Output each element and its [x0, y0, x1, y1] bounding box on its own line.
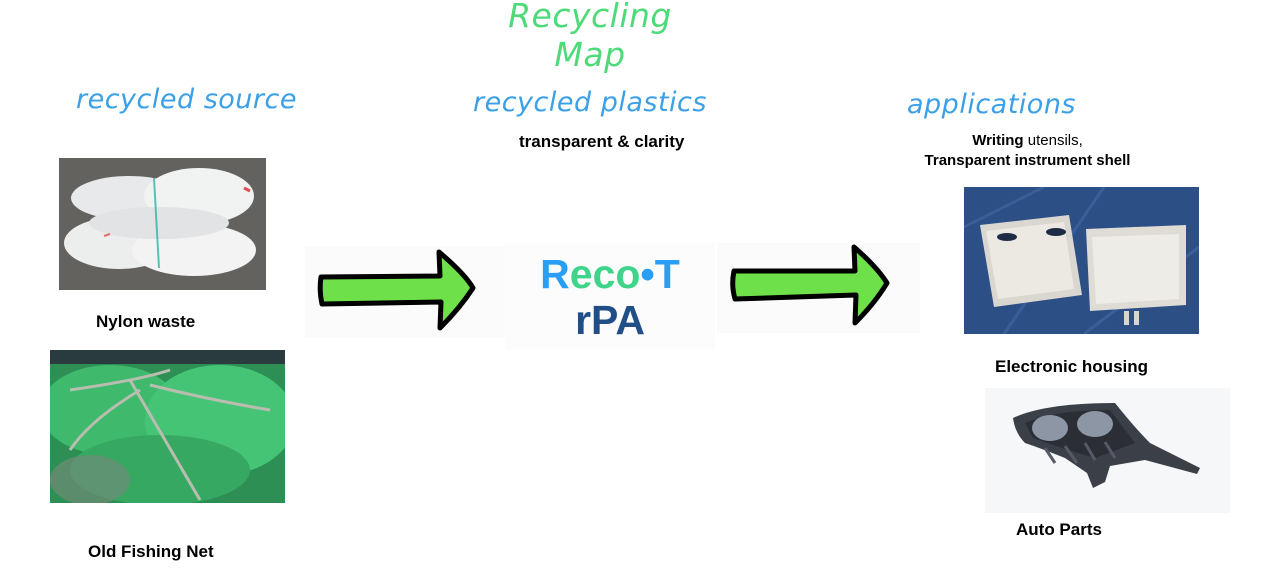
heading-recycled-plastics: recycled plastics	[473, 87, 707, 118]
heading-recycled-source: recycled source	[76, 84, 297, 115]
nylon-waste-label: Nylon waste	[96, 312, 196, 331]
flow-arrow-plastics-to-applications	[717, 243, 920, 333]
auto-parts-label: Auto Parts	[1016, 520, 1102, 539]
fishing-net-photo	[50, 350, 285, 503]
auto-parts-photo	[985, 388, 1230, 513]
logo-part-eco: eco	[569, 251, 641, 297]
fishing-net-label: Old Fishing Net	[88, 542, 214, 561]
flow-arrow-source-to-plastics	[305, 246, 505, 338]
electronic-housing-photo	[964, 187, 1199, 334]
applications-desc-line2: Transparent instrument shell	[924, 152, 1131, 169]
logo-part-reco-r: R	[540, 251, 570, 297]
logo-brand: Reco•T	[505, 250, 715, 298]
right-arrow-icon	[317, 249, 476, 331]
plastics-subtitle: transparent & clarity	[519, 132, 685, 151]
logo-part-t: T	[654, 251, 680, 297]
logo-product: rPA	[575, 297, 645, 343]
recot-rpa-logo: Reco•T rPA	[505, 242, 715, 350]
heading-applications: applications	[907, 89, 1077, 120]
page-title: Recycling Map	[508, 0, 672, 74]
nylon-waste-photo	[59, 158, 266, 290]
electronic-housing-label: Electronic housing	[995, 357, 1149, 376]
applications-description: Writing utensils, Transparent instrument…	[900, 131, 1155, 171]
applications-desc-normal: utensils,	[1023, 132, 1083, 149]
applications-desc-bold: Writing	[972, 132, 1024, 149]
right-arrow-icon	[730, 244, 890, 326]
logo-dot: •	[640, 251, 655, 297]
